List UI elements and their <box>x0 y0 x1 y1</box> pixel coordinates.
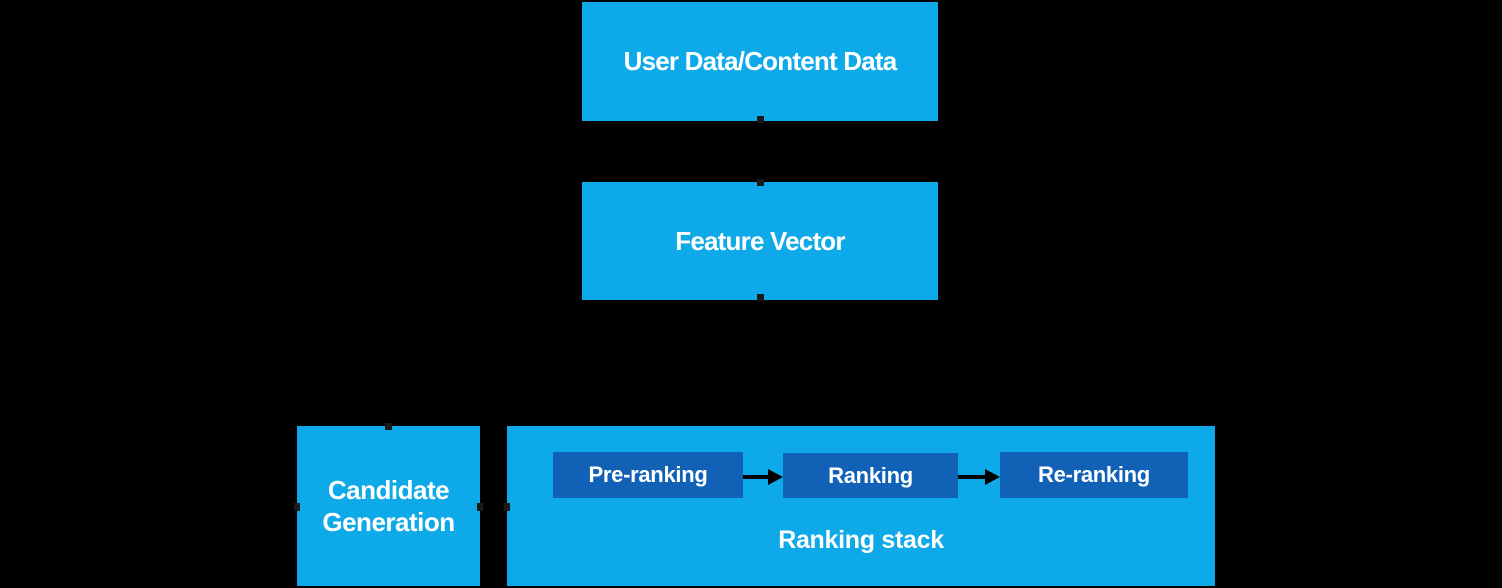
node-ranking-label: Ranking <box>828 462 913 488</box>
node-candidate-generation: Candidate Generation <box>297 426 480 586</box>
connector-stub <box>294 503 300 511</box>
node-ranking: Ranking <box>783 453 958 498</box>
node-ranking-stack <box>507 426 1215 586</box>
arrow-shaft <box>958 475 985 479</box>
node-candidate-generation-label: Candidate Generation <box>322 475 455 537</box>
node-user-data-label: User Data/Content Data <box>623 46 898 76</box>
arrow-pre-ranking-to-ranking-icon <box>743 469 783 485</box>
connector-stub <box>757 294 764 301</box>
connector-stub <box>477 503 483 511</box>
ranking-stack-label: Ranking stack <box>778 526 944 554</box>
node-pre-ranking: Pre-ranking <box>553 452 743 498</box>
connector-stub <box>504 503 510 511</box>
node-re-ranking: Re-ranking <box>1000 452 1188 498</box>
node-feature-vector-label: Feature Vector <box>675 225 845 256</box>
connector-stub <box>385 423 392 430</box>
connector-stub <box>757 179 764 186</box>
arrow-head-icon <box>985 469 1000 485</box>
arrow-ranking-to-re-ranking-icon <box>958 469 1000 485</box>
arrow-head-icon <box>768 469 783 485</box>
node-user-data: User Data/Content Data <box>582 2 938 121</box>
arrow-shaft <box>743 475 768 479</box>
node-re-ranking-label: Re-ranking <box>1038 462 1150 487</box>
connector-stub <box>757 116 764 123</box>
node-pre-ranking-label: Pre-ranking <box>588 462 708 487</box>
node-feature-vector: Feature Vector <box>582 182 938 300</box>
